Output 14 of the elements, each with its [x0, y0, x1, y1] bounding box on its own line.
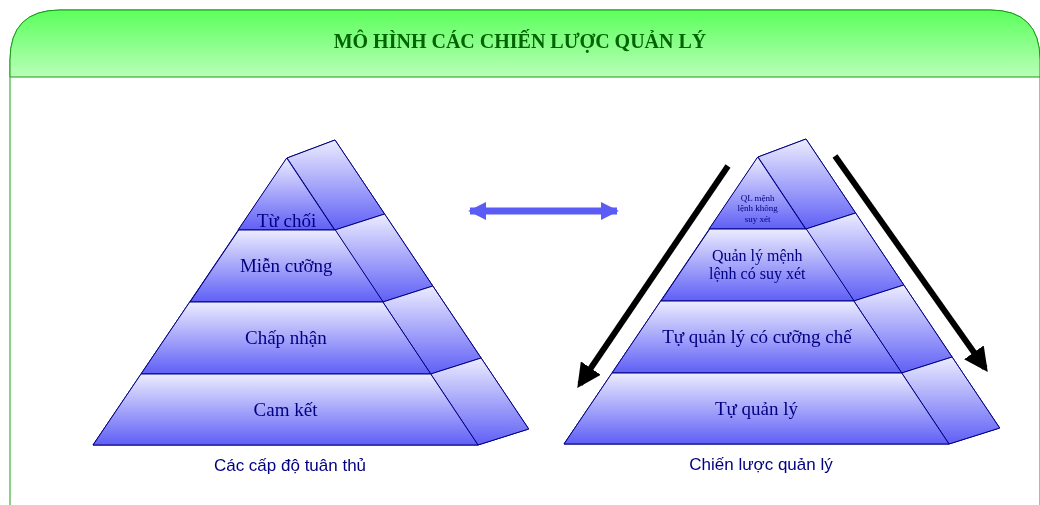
level-label: Chấp nhận: [243, 327, 328, 349]
level-label: Từ chối: [255, 210, 318, 232]
pyramid-level: [660, 229, 854, 301]
level-label: Tự quản lý: [713, 397, 800, 420]
level-label: Cam kết: [252, 398, 319, 421]
level-label: Miễn cưỡng: [238, 255, 334, 277]
pyramid-caption: Chiến lược quản lý: [688, 455, 834, 475]
level-label: Tự quản lý có cưỡng chế: [661, 326, 853, 348]
double-arrow: [468, 201, 619, 221]
diagram-title: MÔ HÌNH CÁC CHIẾN LƯỢC QUẢN LÝ: [332, 30, 708, 53]
level-label: Quản lý mệnh lệnh có suy xét: [708, 246, 807, 284]
pyramid-level: [189, 230, 383, 302]
pyramid-caption: Các cấp độ tuân thủ: [212, 456, 368, 476]
level-label: QL mệnh lệnh không suy xét: [736, 193, 779, 225]
